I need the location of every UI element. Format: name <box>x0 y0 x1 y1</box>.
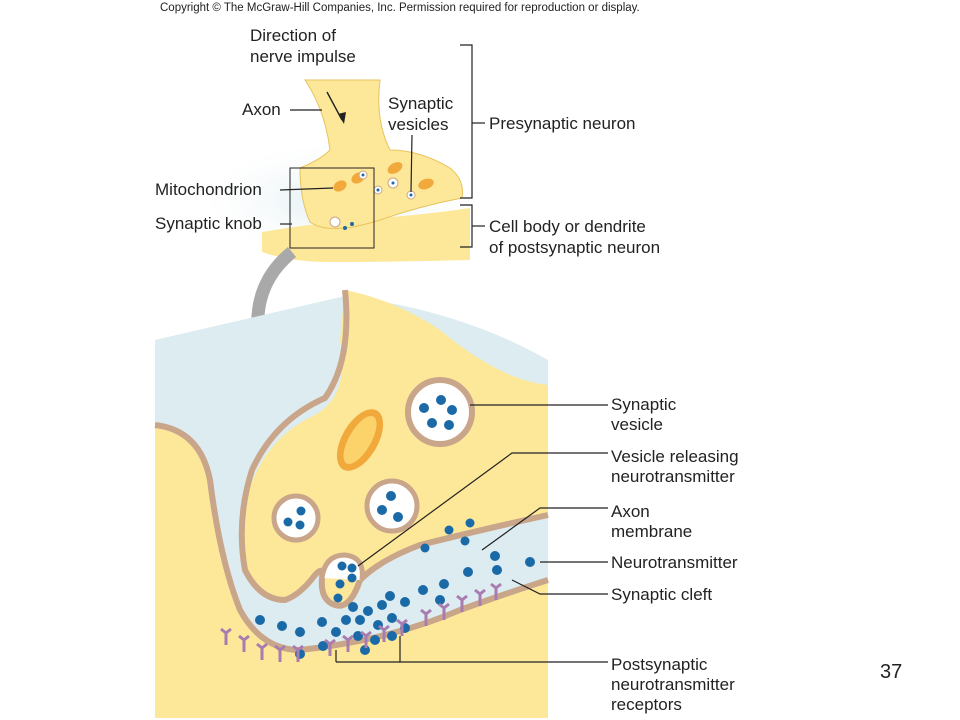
label-cell-body: of postsynaptic neuron <box>489 238 660 257</box>
zoom-box <box>289 167 375 249</box>
label-mitochondrion: Mitochondrion <box>155 180 262 199</box>
copyright-notice: Copyright © The McGraw-Hill Companies, I… <box>160 2 640 14</box>
leader-mitochondrion <box>279 187 334 191</box>
axon-membrane <box>238 289 549 609</box>
label-vesicle-releasing: neurotransmitter <box>611 467 735 486</box>
mitochondrion-small <box>387 162 403 174</box>
postsynaptic-receptors <box>220 582 502 662</box>
label-receptors: neurotransmitter <box>611 675 735 694</box>
label-receptors: receptors <box>611 695 682 714</box>
label-synaptic-vesicle: vesicle <box>611 415 663 434</box>
label-synaptic-vesicles: vesicles <box>388 115 448 134</box>
leader-vesicles <box>410 134 413 193</box>
label-synaptic-cleft: Synaptic cleft <box>611 585 712 604</box>
neurotransmitter-molecules <box>255 395 535 659</box>
leader-vesicle-releasing <box>357 452 608 567</box>
synaptic-vesicle <box>405 377 475 447</box>
label-axon-membrane: Axon <box>611 502 650 521</box>
label-cell-body: Cell body or dendrite <box>489 217 646 236</box>
label-direction: nerve impulse <box>250 47 356 66</box>
bracket-presynaptic <box>460 44 473 199</box>
leader-synaptic-cleft <box>511 579 608 595</box>
impulse-arrow-head <box>338 112 346 124</box>
synaptic-vesicle <box>271 493 321 543</box>
label-receptors: Postsynaptic <box>611 655 708 674</box>
label-synaptic-vesicle: Synaptic <box>611 395 677 414</box>
label-synaptic-knob: Synaptic knob <box>155 214 262 233</box>
label-synaptic-vesicles: Synaptic <box>388 94 454 113</box>
vesicle-small <box>329 216 341 228</box>
label-neurotransmitter: Neurotransmitter <box>611 553 738 572</box>
postsynaptic-cell <box>155 425 548 718</box>
mitochondrion-small <box>333 180 347 192</box>
synaptic-vesicle <box>364 478 420 534</box>
overview-illustration <box>190 79 490 262</box>
label-presynaptic-neuron: Presynaptic neuron <box>489 114 635 133</box>
label-axon: Axon <box>242 100 281 119</box>
detail-illustration <box>154 289 549 718</box>
label-direction: Direction of <box>250 26 336 45</box>
mitochondrion-small <box>418 178 434 190</box>
page-number: 37 <box>880 661 902 683</box>
label-vesicle-releasing: Vesicle releasing <box>611 447 739 466</box>
label-axon-membrane: membrane <box>611 522 692 541</box>
leader-axon-membrane <box>481 507 608 551</box>
